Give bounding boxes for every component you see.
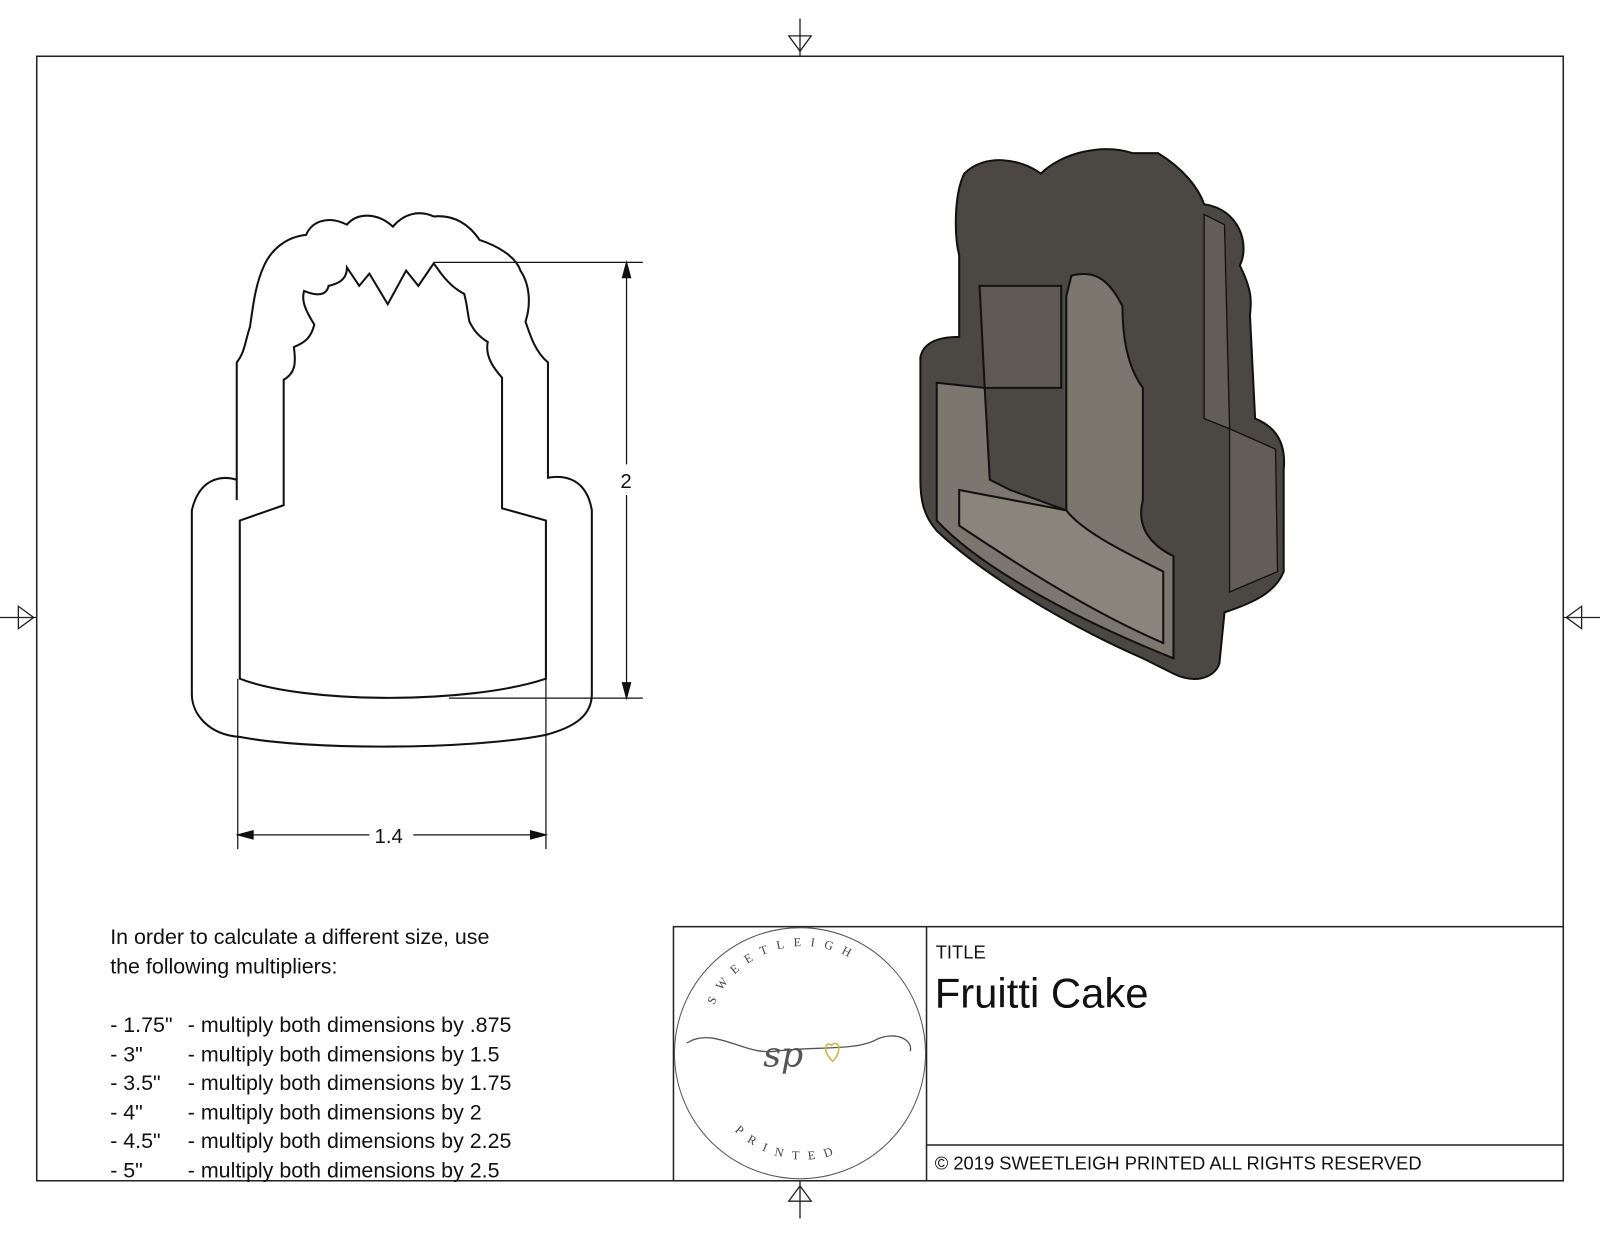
- inner-outline: [238, 261, 547, 699]
- drawing-title: Fruitti Cake: [935, 969, 1149, 1016]
- logo-monogram: sp: [763, 1035, 803, 1075]
- title-label: TITLE: [936, 941, 986, 962]
- multiplier-size: - 3": [110, 1042, 143, 1066]
- instructions-line-1: In order to calculate a different size, …: [110, 925, 489, 949]
- cutter-outline-view: [190, 212, 593, 748]
- multiplier-size: - 1.75": [110, 1013, 172, 1037]
- multiplier-text: - multiply both dimensions by .875: [188, 1013, 512, 1037]
- multiplier-size: - 3.5": [110, 1071, 160, 1095]
- multiplier-text: - multiply both dimensions by 2.25: [188, 1129, 512, 1153]
- size-instructions: In order to calculate a different size, …: [110, 925, 511, 1183]
- copyright: © 2019 SWEETLEIGH PRINTED ALL RIGHTS RES…: [935, 1153, 1422, 1174]
- outer-outline: [190, 212, 593, 748]
- multiplier-text: - multiply both dimensions by 1.75: [188, 1071, 512, 1095]
- multiplier-size: - 5": [110, 1159, 143, 1183]
- title-block: [672, 925, 1565, 1182]
- dimension-lines: [235, 260, 643, 850]
- svg-text:SWEETLEIGH: SWEETLEIGH: [704, 935, 862, 1007]
- multiplier-text: - multiply both dimensions by 1.5: [188, 1042, 500, 1066]
- cutter-3d-view: [919, 148, 1286, 680]
- instructions-line-2: the following multipliers:: [110, 955, 337, 979]
- center-marks: [0, 18, 1600, 1219]
- multiplier-size: - 4.5": [110, 1129, 160, 1153]
- multiplier-text: - multiply both dimensions by 2.5: [188, 1159, 500, 1183]
- height-dimension: 2: [620, 471, 631, 493]
- width-dimension: 1.4: [374, 826, 402, 848]
- svg-text:PRINTED: PRINTED: [732, 1123, 843, 1163]
- heart-icon: [824, 1042, 840, 1063]
- company-logo: SWEETLEIGH PRINTED sp: [673, 927, 927, 1180]
- multiplier-text: - multiply both dimensions by 2: [188, 1101, 482, 1125]
- multiplier-size: - 4": [110, 1101, 143, 1125]
